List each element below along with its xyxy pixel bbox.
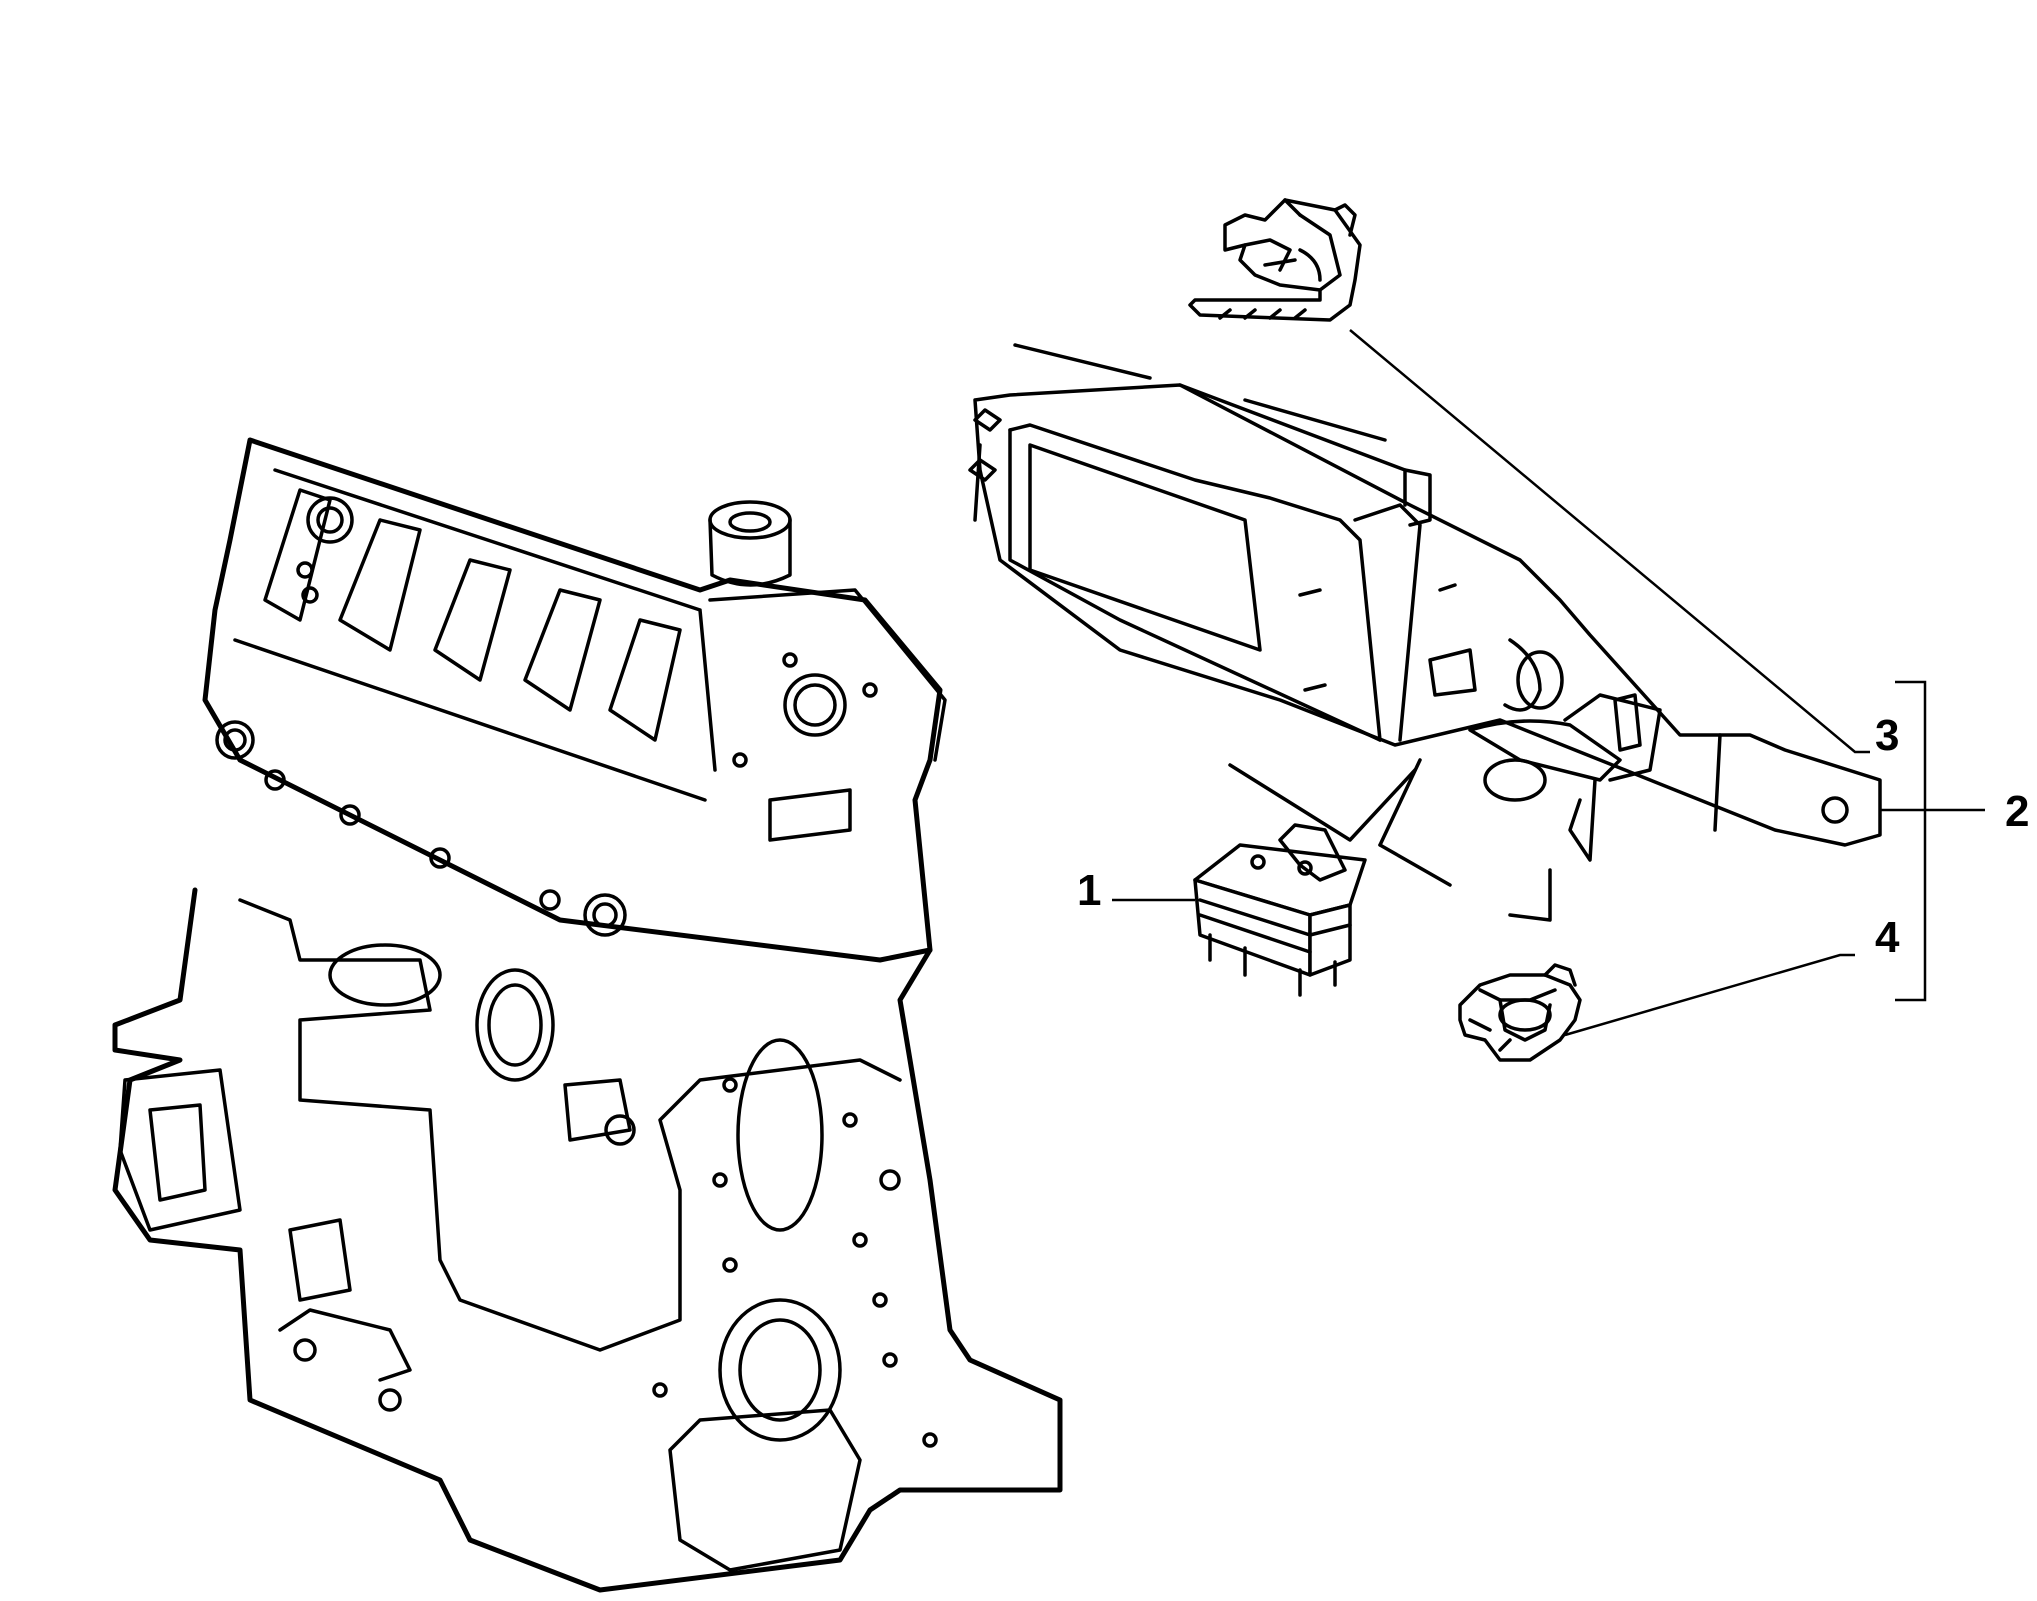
upper-cable-clip: [1188, 198, 1362, 322]
mounting-bracket: [968, 343, 1882, 922]
engine-block: [112, 437, 1063, 1593]
lower-cable-clip: [1458, 963, 1582, 1062]
callouts: 1 2 3 4: [1077, 711, 2029, 962]
leader-lines: [1112, 329, 1985, 1037]
callout-2: 2: [2005, 787, 2029, 836]
relay-box: [1193, 823, 1367, 997]
callout-4: 4: [1875, 913, 1900, 962]
callout-1: 1: [1077, 866, 1101, 915]
leader-4: [1564, 953, 1855, 1037]
bracket-2: [1895, 680, 1927, 1002]
callout-3: 3: [1875, 711, 1899, 760]
leader-3: [1349, 329, 1870, 754]
